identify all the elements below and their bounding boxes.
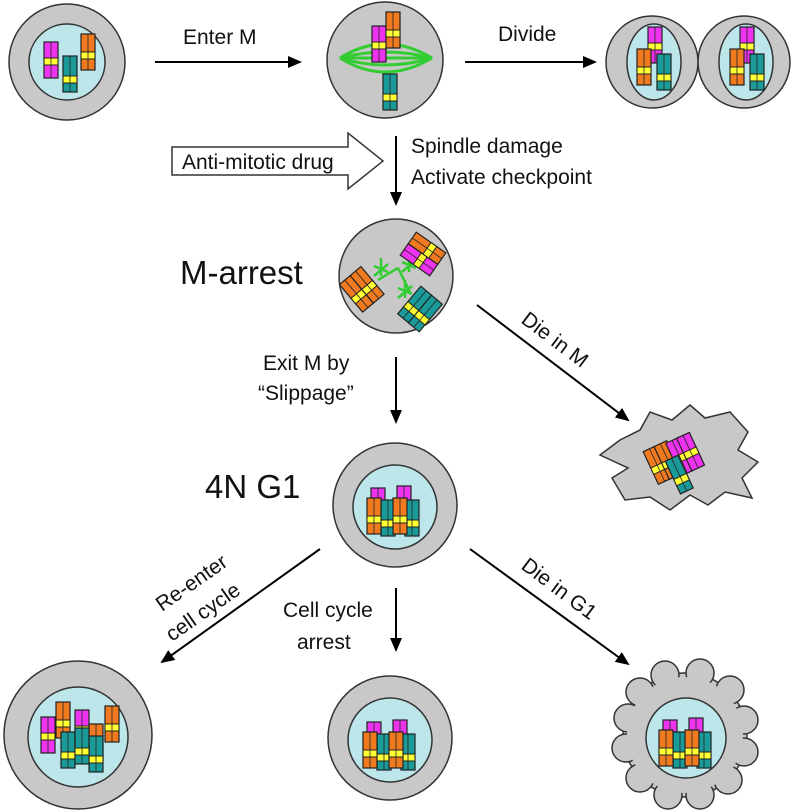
arrested-cell	[327, 675, 453, 801]
exit-m-label-line2: “Slippage”	[258, 382, 354, 405]
enter-m-label: Enter M	[183, 26, 257, 49]
activate-checkpoint-label: Activate checkpoint	[411, 166, 592, 189]
reenter-arrow	[160, 548, 321, 664]
m-arrest-cell	[338, 218, 454, 334]
four-n-g1-label: 4N G1	[205, 468, 300, 505]
dead-cell-m	[598, 404, 760, 511]
cc-arrest-label-line1: Cell cycle	[283, 599, 373, 622]
cc-arrest-label-line2: arrest	[297, 631, 351, 654]
daughter-cells	[605, 15, 791, 109]
polyploid-cell	[3, 660, 153, 810]
anti-mitotic-drug-label: Anti-mitotic drug	[182, 151, 334, 174]
mitotic-cell	[326, 1, 444, 119]
die-in-g1-arrow	[469, 548, 630, 666]
die-in-m-arrow	[476, 304, 630, 422]
die-in-m-label: Die in M	[517, 308, 592, 373]
drug-block-arrow	[171, 131, 385, 191]
dead-cell-g1	[611, 658, 759, 810]
four-n-g1-cell	[332, 442, 458, 568]
m-arrest-label: M-arrest	[180, 254, 303, 291]
spindle-damage-label: Spindle damage	[411, 135, 563, 158]
interphase-cell	[8, 3, 126, 121]
divide-label: Divide	[498, 23, 556, 46]
exit-m-label-line1: Exit M by	[263, 352, 350, 375]
